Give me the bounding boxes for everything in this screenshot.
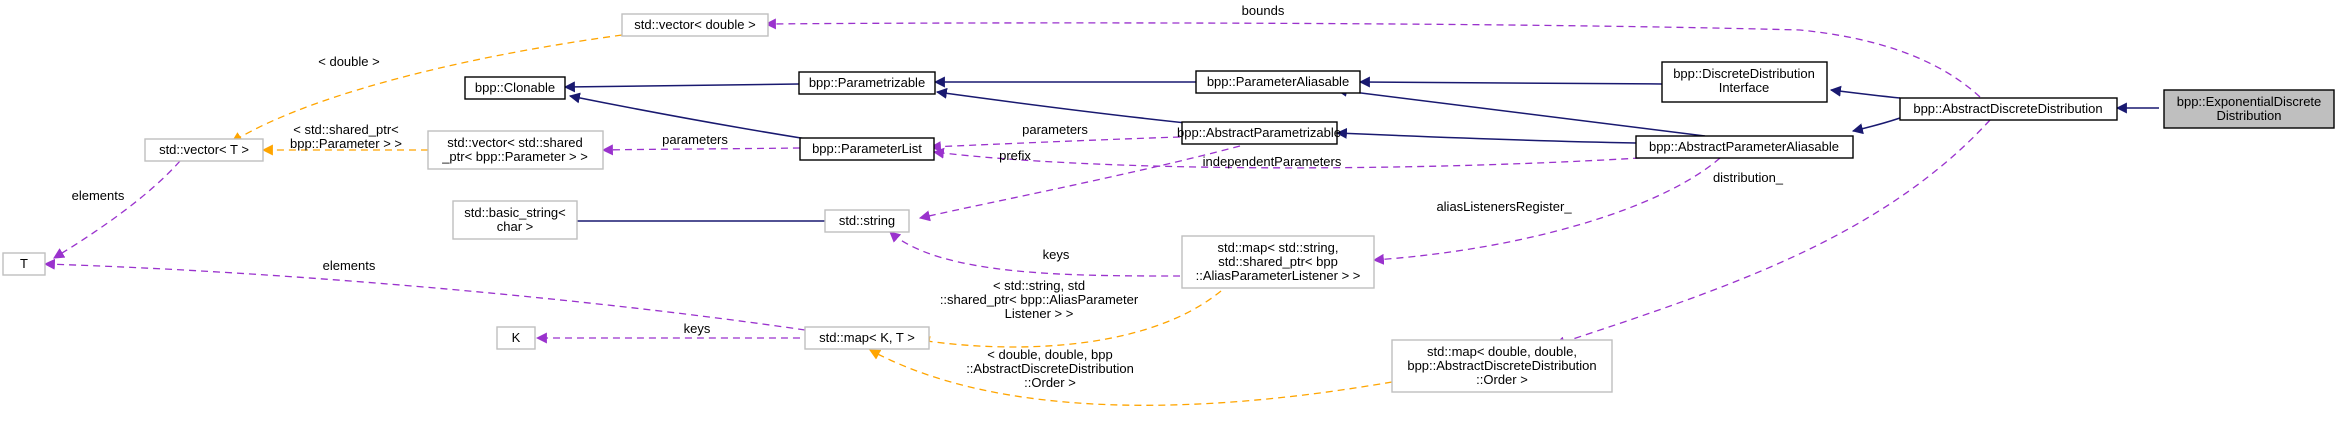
edge-adist-to-ddi bbox=[1829, 85, 1901, 99]
node-vector-shared-parameter[interactable]: std::vector< std::shared_ptr< bpp::Param… bbox=[427, 130, 604, 170]
svg-text:std::basic_string<char >: std::basic_string<char > bbox=[464, 205, 566, 234]
node-k[interactable]: K bbox=[496, 326, 536, 350]
edge-labels: bounds < double > < std::shared_ptr<bpp:… bbox=[72, 3, 1784, 390]
edge-mapKT-to-T bbox=[43, 258, 806, 331]
edge-apal-to-plist bbox=[932, 147, 1641, 169]
node-map-double-order[interactable]: std::map< double, double,bpp::AbstractDi… bbox=[1391, 339, 1613, 393]
edge-plist-to-clon bbox=[568, 92, 808, 140]
edge-label-double: < double > bbox=[318, 54, 379, 69]
svg-text:bpp::AbstractParametrizable: bpp::AbstractParametrizable bbox=[1177, 125, 1341, 140]
svg-text:std::vector< double >: std::vector< double > bbox=[634, 17, 755, 32]
edge-aparam-to-str bbox=[918, 145, 1241, 222]
node-parametrizable[interactable]: bpp::Parametrizable bbox=[798, 71, 936, 95]
edge-apal-to-mapal bbox=[1372, 157, 1721, 265]
svg-text:std::string: std::string bbox=[839, 213, 895, 228]
edge-label-elements-vector: elements bbox=[72, 188, 125, 203]
edge-apal-to-palias bbox=[1335, 85, 1706, 137]
edge-label-bounds: bounds bbox=[1242, 3, 1285, 18]
node-vector-t[interactable]: std::vector< T > bbox=[144, 138, 264, 162]
node-clonable[interactable]: bpp::Clonable bbox=[464, 76, 566, 100]
edge-adist-to-apal bbox=[1851, 117, 1901, 135]
svg-text:std::map< double, double,bpp::: std::map< double, double,bpp::AbstractDi… bbox=[1407, 344, 1596, 387]
svg-text:bpp::ParameterList: bpp::ParameterList bbox=[812, 141, 922, 156]
svg-text:bpp::AbstractDiscreteDistribut: bpp::AbstractDiscreteDistribution bbox=[1913, 101, 2102, 116]
edge-label-parameters-list: parameters bbox=[1022, 122, 1088, 137]
edge-label-distribution: distribution_ bbox=[1713, 170, 1784, 185]
edge-adist-to-vecdbl bbox=[764, 18, 1981, 98]
svg-text:std::map< K, T >: std::map< K, T > bbox=[819, 330, 915, 345]
edge-label-parameters-vector: parameters bbox=[662, 132, 728, 147]
node-abstract-parametrizable[interactable]: bpp::AbstractParametrizable bbox=[1177, 121, 1341, 145]
node-basic-string[interactable]: std::basic_string<char > bbox=[452, 200, 578, 240]
edge-aparam-to-param bbox=[935, 87, 1197, 125]
svg-text:std::vector< std::shared_ptr<: std::vector< std::shared_ptr< bpp::Param… bbox=[441, 135, 588, 164]
svg-text:bpp::ParameterAliasable: bpp::ParameterAliasable bbox=[1207, 74, 1349, 89]
node-vector-double[interactable]: std::vector< double > bbox=[621, 13, 769, 37]
svg-text:T: T bbox=[20, 256, 28, 271]
svg-text:std::vector< T >: std::vector< T > bbox=[159, 142, 249, 157]
edge-label-independent-parameters: independentParameters bbox=[1203, 154, 1342, 169]
edge-mapdd-to-mapKT bbox=[869, 349, 1393, 406]
svg-text:std::map< std::string,std::sha: std::map< std::string,std::shared_ptr< b… bbox=[1196, 240, 1361, 283]
edges bbox=[43, 18, 2159, 406]
node-parameter-list[interactable]: bpp::ParameterList bbox=[799, 137, 935, 161]
edge-aparam-to-plist bbox=[929, 136, 1181, 153]
edge-label-template-order: < double, double, bpp::AbstractDiscreteD… bbox=[966, 347, 1134, 390]
edge-param-to-clon bbox=[563, 81, 800, 93]
node-t[interactable]: T bbox=[2, 252, 46, 276]
edge-label-keys-string: keys bbox=[1043, 247, 1070, 262]
edge-plist-to-vecsp bbox=[601, 144, 801, 156]
node-abstract-discrete-distribution[interactable]: bpp::AbstractDiscreteDistribution bbox=[1899, 97, 2118, 121]
svg-text:bpp::Parametrizable: bpp::Parametrizable bbox=[809, 75, 925, 90]
edge-label-shared-param: < std::shared_ptr<bpp::Parameter > > bbox=[290, 122, 402, 151]
node-parameter-aliasable[interactable]: bpp::ParameterAliasable bbox=[1195, 70, 1361, 94]
edge-vecT-to-T bbox=[53, 160, 181, 259]
edge-ddi-to-palias bbox=[1358, 76, 1663, 88]
svg-text:bpp::Clonable: bpp::Clonable bbox=[475, 80, 555, 95]
node-map-alias-listener[interactable]: std::map< std::string,std::shared_ptr< b… bbox=[1181, 235, 1375, 289]
node-abstract-parameter-aliasable[interactable]: bpp::AbstractParameterAliasable bbox=[1635, 135, 1854, 159]
edge-label-keys-k: keys bbox=[684, 321, 711, 336]
edge-apal-to-aparam bbox=[1335, 127, 1637, 144]
node-string[interactable]: std::string bbox=[824, 209, 910, 233]
edge-vecdbl-to-vecT bbox=[231, 34, 623, 143]
svg-text:K: K bbox=[512, 330, 521, 345]
edge-label-elements-map: elements bbox=[323, 258, 376, 273]
edge-label-template-alias: < std::string, std::shared_ptr< bpp::Ali… bbox=[940, 278, 1139, 321]
edge-adist-to-mapdd bbox=[1553, 119, 1991, 348]
edge-label-alias-listeners: aliasListenersRegister_ bbox=[1436, 199, 1572, 214]
node-map-k-t[interactable]: std::map< K, T > bbox=[804, 326, 930, 350]
svg-text:bpp::AbstractParameterAliasabl: bpp::AbstractParameterAliasable bbox=[1649, 139, 1839, 154]
edge-mapal-to-mapKT bbox=[918, 282, 1231, 348]
edge-label-prefix: prefix bbox=[999, 148, 1031, 163]
edge-mapal-to-str bbox=[889, 231, 1181, 277]
